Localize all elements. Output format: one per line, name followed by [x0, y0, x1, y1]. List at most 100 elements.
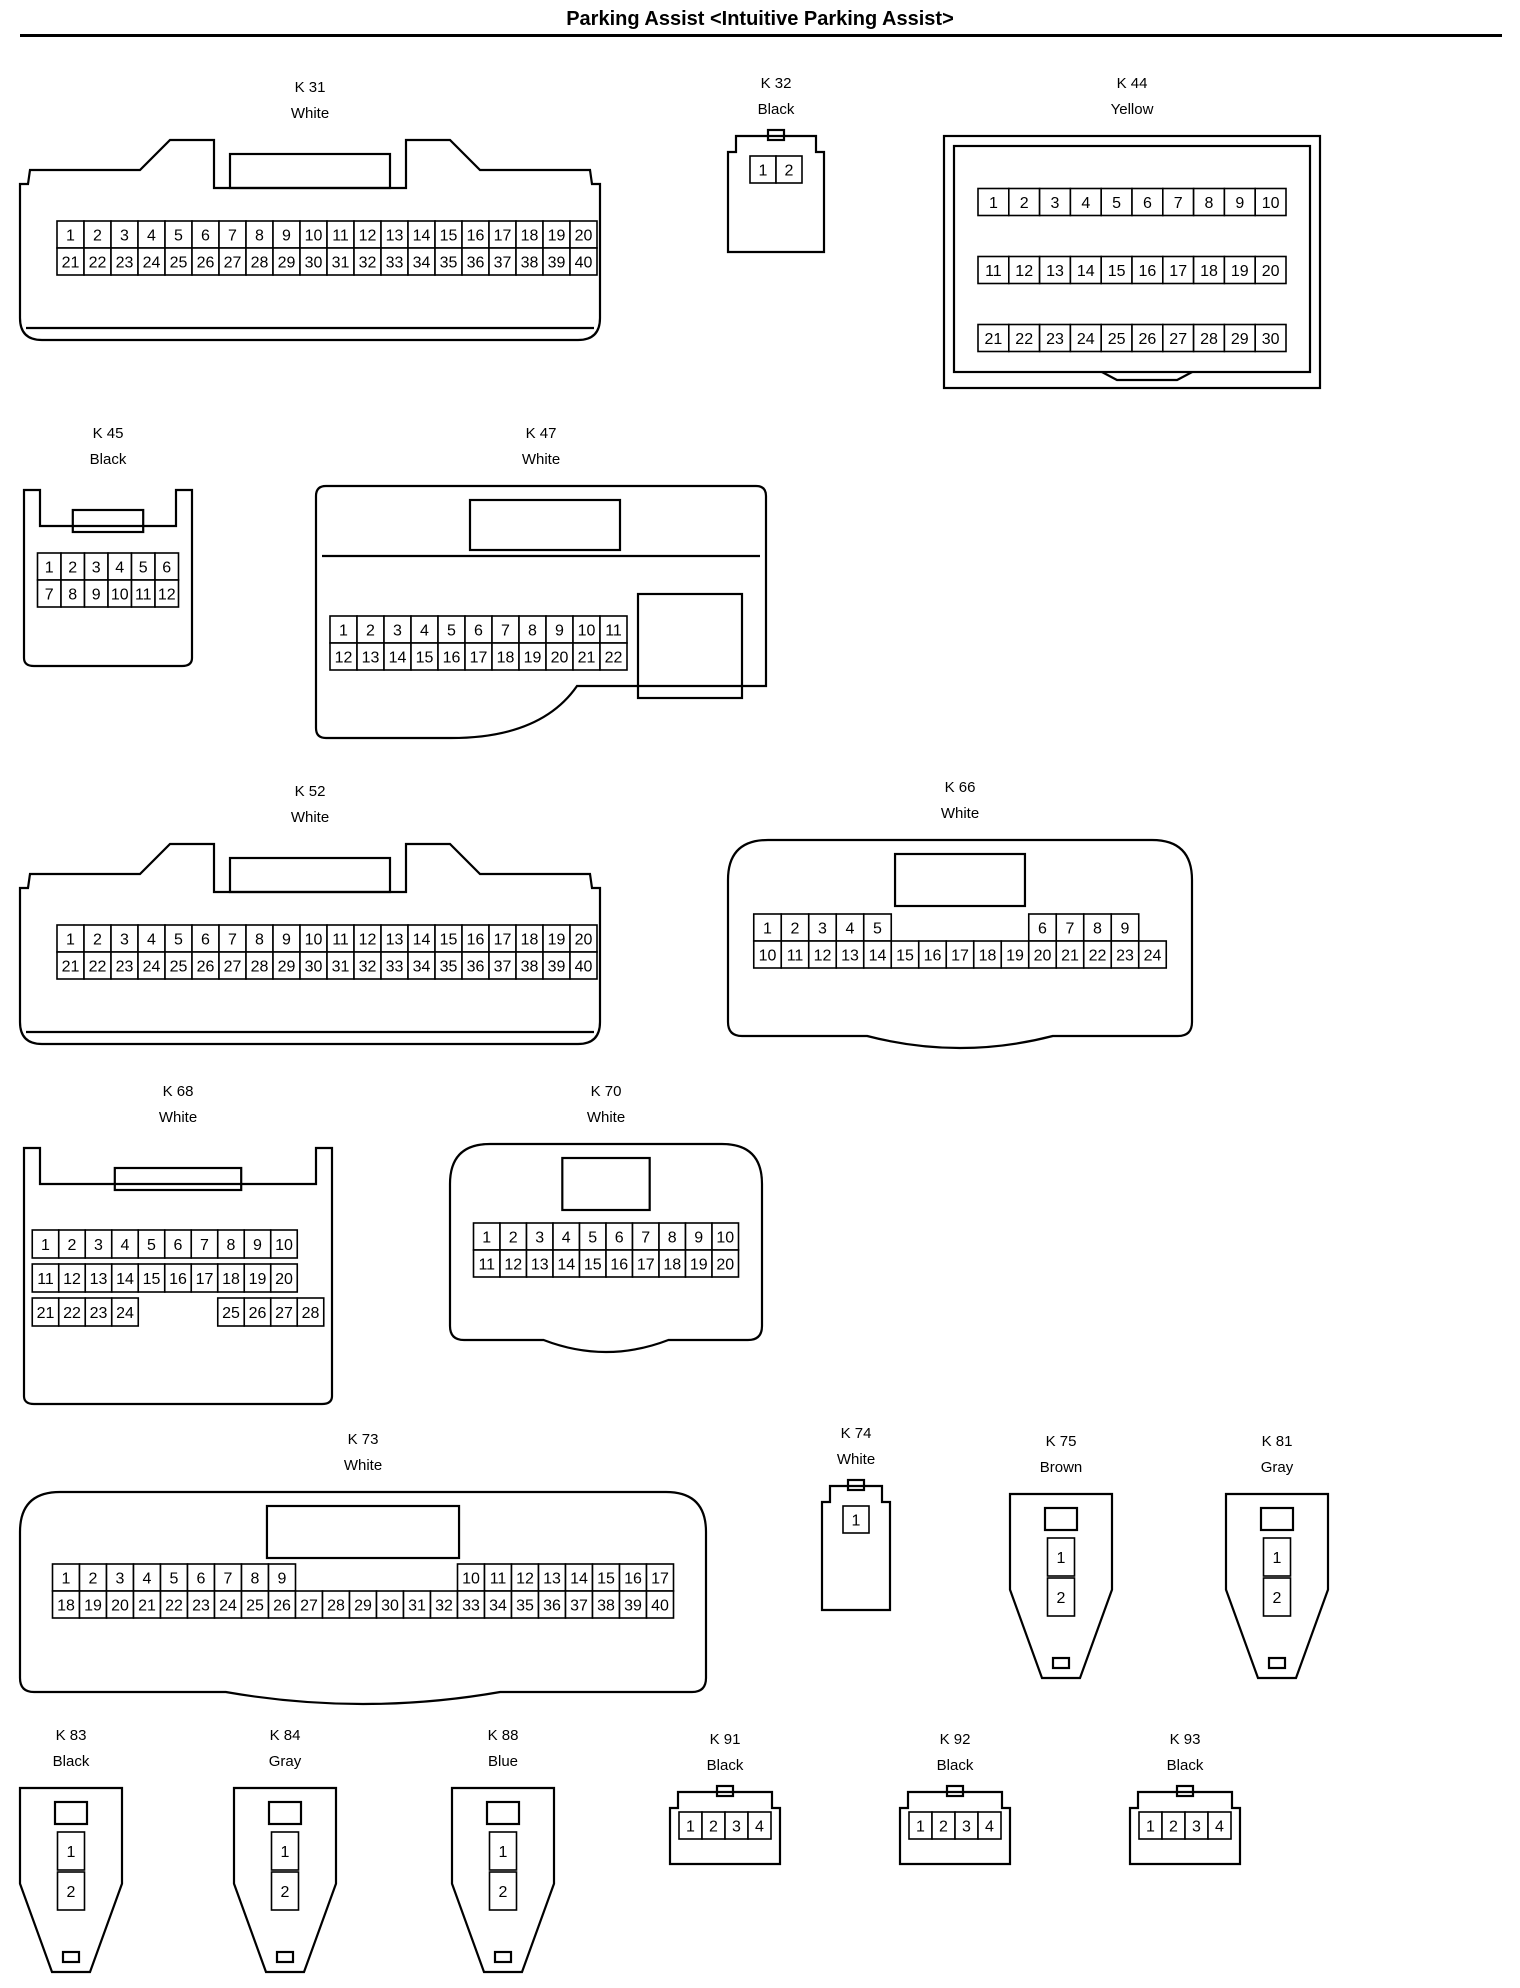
connector-k73-pin-label: 35 [516, 1598, 534, 1615]
connector-k44-pin-label: 29 [1231, 331, 1249, 348]
connector-k31-pin-cell [83, 247, 112, 276]
connector-k52-pin-cell [83, 951, 112, 980]
connector-k47-pin-cell [545, 642, 574, 671]
connector-k31-pin-cell [137, 247, 166, 276]
connector-k73-pin-cell [105, 1563, 135, 1592]
connector-k73-pin-label: 19 [84, 1598, 102, 1615]
connector-k73-pin-label: 26 [273, 1598, 291, 1615]
connector-k31-pin-label: 19 [548, 228, 566, 245]
connector-k73-pin-label: 25 [246, 1598, 264, 1615]
connector-k31-pin-label: 40 [575, 255, 593, 272]
connector-k66-pin-label: 16 [924, 948, 942, 965]
connector-k45-pin-label: 11 [135, 587, 152, 604]
connector-k47-pin-cell [599, 615, 628, 644]
connector-k44-pin-cell [1100, 255, 1133, 285]
connector-k73-pin-label: 1 [62, 1571, 71, 1588]
connector-k44-pin-label: 17 [1169, 263, 1187, 280]
connector-k70-pin-cell [578, 1249, 607, 1278]
connector-k31-pin-label: 30 [305, 255, 323, 272]
connector-k68-pin-label: 21 [37, 1305, 55, 1322]
connector-k45-latch [71, 508, 145, 534]
connector-k73-pin-cell [213, 1590, 243, 1619]
connector-k68-pin-cell [216, 1297, 246, 1327]
connector-k83-lock-tab [61, 1950, 81, 1964]
connector-k44-pin-cell [1007, 255, 1041, 285]
connector-k88-lock-tab [493, 1950, 513, 1964]
connector-k73-pin-label: 18 [57, 1598, 75, 1615]
connector-k45-pin-label: 7 [45, 587, 54, 604]
connector-k75-housing-outline [1008, 1492, 1114, 1680]
connector-k75-pin-label: 1 [1057, 1550, 1066, 1567]
connector-k47-pin-cell [329, 642, 358, 671]
connector-k68-pin-cell [84, 1229, 113, 1259]
connector-k44-pin-label: 6 [1143, 195, 1152, 212]
connector-k66-pin-cell [917, 940, 948, 969]
connector-k66-pin-label: 18 [979, 948, 997, 965]
connector-k73-pin-label: 14 [570, 1571, 588, 1588]
connector-k68-pin-label: 17 [196, 1271, 214, 1288]
connector-k47-pin-label: 19 [524, 650, 542, 667]
connector-k44-pin-label: 26 [1139, 331, 1157, 348]
connector-k52-pin-label: 40 [575, 959, 593, 976]
connector-k73-pin-label: 12 [516, 1571, 534, 1588]
connector-k45-pin-label: 9 [92, 587, 101, 604]
connector-k81-pin-label: 2 [1273, 1590, 1282, 1607]
connector-k70-pin-label: 5 [588, 1230, 597, 1247]
connector-k73-pin-label: 34 [489, 1598, 507, 1615]
connector-k31-pin-label: 18 [521, 228, 539, 245]
connector-k68-pin-cell [110, 1297, 140, 1327]
connector-k52-pin-label: 35 [440, 959, 458, 976]
connector-k31-pin-label: 28 [251, 255, 269, 272]
connector-k31-pin-label: 24 [143, 255, 161, 272]
connector-k31-pin-cell [326, 220, 355, 249]
connector-k52-pin-label: 8 [255, 932, 264, 949]
connector-k31-pin-cell [272, 247, 301, 276]
connector-k68-pin-label: 14 [116, 1271, 134, 1288]
connector-k52-pin-label: 4 [147, 932, 156, 949]
connector-k84-housing-outline [232, 1786, 338, 1974]
connector-k47-pin-label: 16 [443, 650, 461, 667]
connector-k92-pin-label: 2 [939, 1819, 948, 1836]
connector-k47-pin-cell [437, 642, 466, 671]
connector-k31-pin-label: 7 [228, 228, 237, 245]
connector-k52-pin-cell [461, 951, 490, 980]
connector-k68-pin-cell [269, 1297, 299, 1327]
connector-k31-pin-label: 39 [548, 255, 566, 272]
connector-k31-pin-label: 32 [359, 255, 377, 272]
connector-k31-pin-label: 4 [147, 228, 156, 245]
connector-k66-pin-cell [752, 940, 783, 969]
connector-k74-id-label: K 74 [841, 1425, 872, 1442]
connector-k47-pin-label: 21 [578, 650, 596, 667]
connector-k32-id-label: K 32 [761, 75, 792, 92]
connector-k70-pin-cell [711, 1249, 740, 1278]
connector-k52-pin-cell [326, 951, 355, 980]
connector-k73-pin-cell [132, 1563, 162, 1592]
connector-k70-pin-label: 17 [637, 1257, 655, 1274]
connector-k74-pin-label: 1 [852, 1513, 861, 1530]
connector-k31-pin-cell [299, 220, 328, 249]
connector-k44-pin-cell [1069, 187, 1103, 217]
connector-k93-color-label: Black [1167, 1757, 1204, 1774]
connector-k88-pin-cell [488, 1831, 518, 1871]
connector-k47-pin-label: 6 [474, 623, 483, 640]
connector-k88-pin-label: 2 [499, 1884, 508, 1901]
connector-k70-pin-label: 14 [557, 1257, 575, 1274]
connector-k68-pin-cell [269, 1263, 299, 1293]
page-title: Parking Assist <Intuitive Parking Assist… [566, 8, 954, 30]
connector-k70-pin-cell [605, 1249, 634, 1278]
connector-k66-pin-label: 13 [841, 948, 859, 965]
connector-k52-pin-label: 32 [359, 959, 377, 976]
connector-k45-pin-label: 3 [92, 560, 101, 577]
connector-k73-pin-cell [564, 1563, 594, 1592]
connector-k52-pin-cell [56, 924, 85, 953]
connector-k73-pin-label: 4 [143, 1571, 152, 1588]
connector-k44-housing-outline [942, 134, 1322, 390]
connector-k68-pin-label: 6 [174, 1237, 183, 1254]
connector-k44-pin-label: 16 [1139, 263, 1157, 280]
connector-k81-pin-cell [1262, 1537, 1292, 1577]
